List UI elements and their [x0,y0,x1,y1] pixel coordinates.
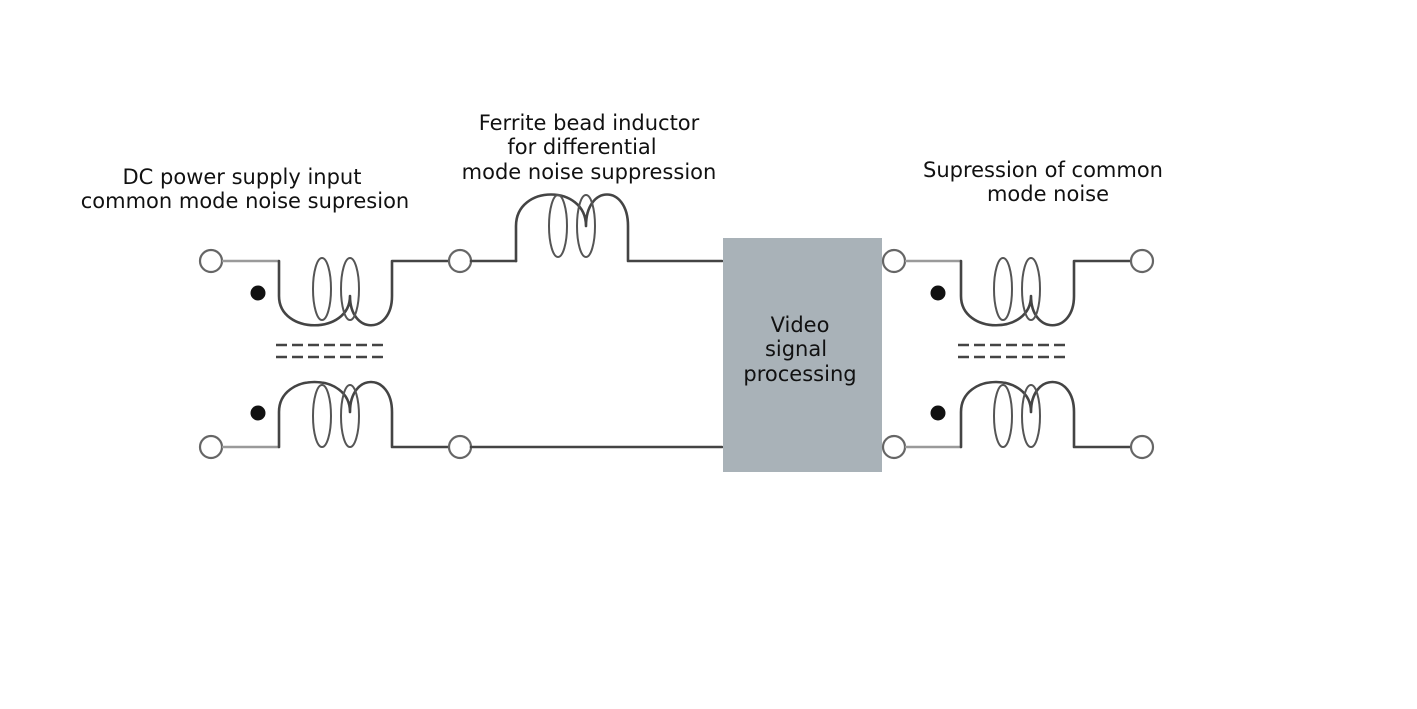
right-output-terminal-top [1129,248,1155,274]
right-input-terminal-top [881,248,907,274]
input-terminal-bottom [198,434,224,460]
ferrite-label: Ferrite bead inductor for differential m… [462,111,717,184]
right-polarity-dot-top [930,285,946,301]
video-block-line-1: Video [771,313,830,337]
output-terminal-top [447,248,473,274]
common-mode-label: Supression of common mode noise [923,158,1163,206]
right-output-terminal-bottom [1129,434,1155,460]
input-terminal-top [198,248,224,274]
video-block-line-3: processing [743,362,856,386]
right-input-terminal-bottom [881,434,907,460]
right-choke-winding-top [959,259,1133,327]
polarity-dot-top [250,285,266,301]
ferrite-bead-winding [514,193,724,263]
ferrite-label-line-3: mode noise suppression [462,160,717,184]
choke-winding-bottom [277,380,451,449]
dc-input-label-line-1: DC power supply input [123,165,362,189]
choke-winding-top [277,259,451,327]
ferrite-bead-inductor [469,193,724,449]
polarity-dot-bottom [250,405,266,421]
video-signal-processing-block: Video signal processing [723,238,882,472]
common-mode-label-line-1: Supression of common [923,158,1163,182]
video-block-line-2: signal [765,337,827,361]
output-common-mode-choke [881,248,1155,460]
dc-input-label-line-2: common mode noise supresion [81,189,410,213]
ferrite-label-line-2: for differential [507,135,656,159]
right-polarity-dot-bottom [930,405,946,421]
dc-input-label: DC power supply input common mode noise … [81,165,410,213]
right-choke-winding-bottom [959,380,1133,449]
dc-input-common-mode-choke [198,248,473,460]
ferrite-label-line-1: Ferrite bead inductor [479,111,700,135]
common-mode-label-line-2: mode noise [987,182,1109,206]
output-terminal-bottom [447,434,473,460]
